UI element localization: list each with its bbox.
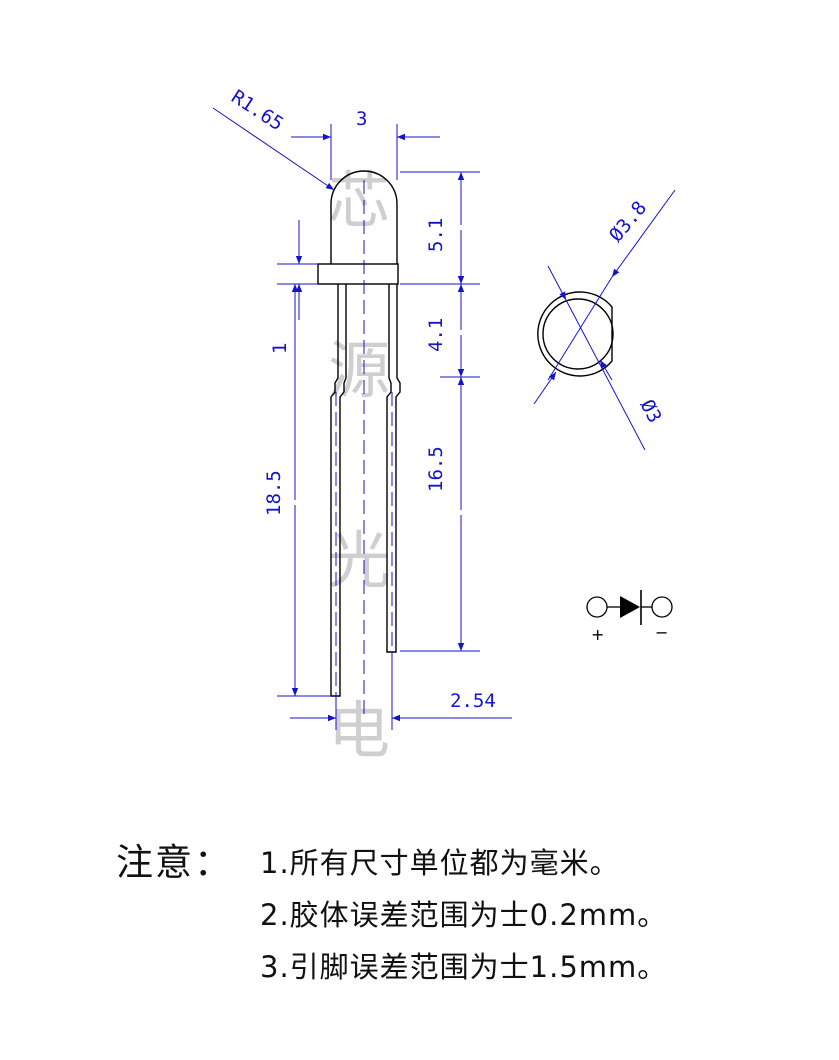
dimension-lines: [212, 107, 512, 730]
note-3: 3.引脚误差范围为士1.5mm。: [260, 950, 668, 984]
dim-body-width: 3: [356, 108, 367, 130]
top-view-outer-flange: [537, 291, 613, 377]
cathode-sign: −: [655, 623, 668, 642]
diode-triangle: [620, 596, 640, 618]
watermark: 芯 源 光 电: [328, 164, 390, 767]
dim-inner-diameter: Ø3: [636, 396, 666, 427]
led-top-view: Ø3.8 Ø3: [533, 189, 676, 451]
top-view-inner-body: [542, 298, 614, 370]
dim-lead-pitch: 2.54: [450, 690, 496, 712]
notes-label: 注意：: [116, 841, 233, 884]
dim-dome-height: 5.1: [425, 218, 447, 252]
dim-radius: R1.65: [227, 86, 287, 136]
note-1: 1.所有尺寸单位都为毫米。: [260, 846, 620, 880]
led-side-view: [317, 170, 401, 697]
dim-outer-diameter: Ø3.8: [605, 197, 651, 246]
anode-sign: +: [591, 625, 604, 644]
diode-symbol: + −: [586, 590, 673, 644]
anode-terminal: [586, 596, 608, 618]
cathode-terminal: [651, 596, 673, 618]
dim-body-to-standoff: 4.1: [425, 318, 447, 352]
watermark-char-4: 电: [328, 694, 390, 767]
dim-short-lead: 16.5: [425, 446, 447, 492]
led-dome-body: [330, 170, 398, 264]
note-2: 2.胶体误差范围为士0.2mm。: [260, 898, 668, 932]
watermark-char-3: 光: [328, 524, 390, 597]
led-flange: [317, 263, 399, 285]
dim-flange-thickness: 1: [269, 343, 291, 354]
dim-long-lead: 18.5: [263, 470, 285, 516]
centerlines: [335, 180, 393, 720]
watermark-char-1: 芯: [328, 164, 390, 237]
